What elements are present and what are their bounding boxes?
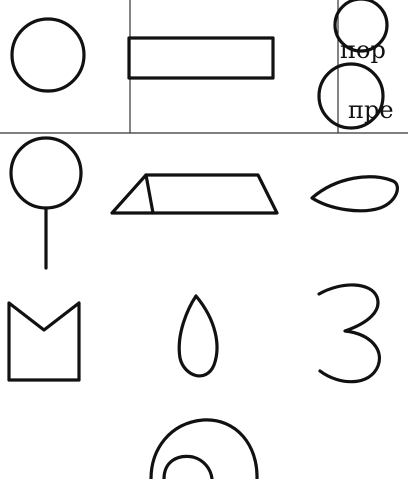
- leaf-shape: [312, 177, 397, 211]
- notched-square-shape: [9, 303, 79, 380]
- circle-on-stick-shape: [11, 138, 81, 268]
- circle-shape: [12, 19, 84, 91]
- triangle-and-trapezoid-shape: [112, 175, 277, 213]
- numeral-three-shape: [319, 285, 379, 382]
- spiral-arc-shape: [151, 420, 257, 479]
- drop-shape: [179, 296, 217, 376]
- visible-word-fragment-top: пор: [340, 38, 386, 62]
- rectangle-shape: [129, 38, 273, 78]
- visible-word-fragment-bottom: пре: [348, 98, 394, 122]
